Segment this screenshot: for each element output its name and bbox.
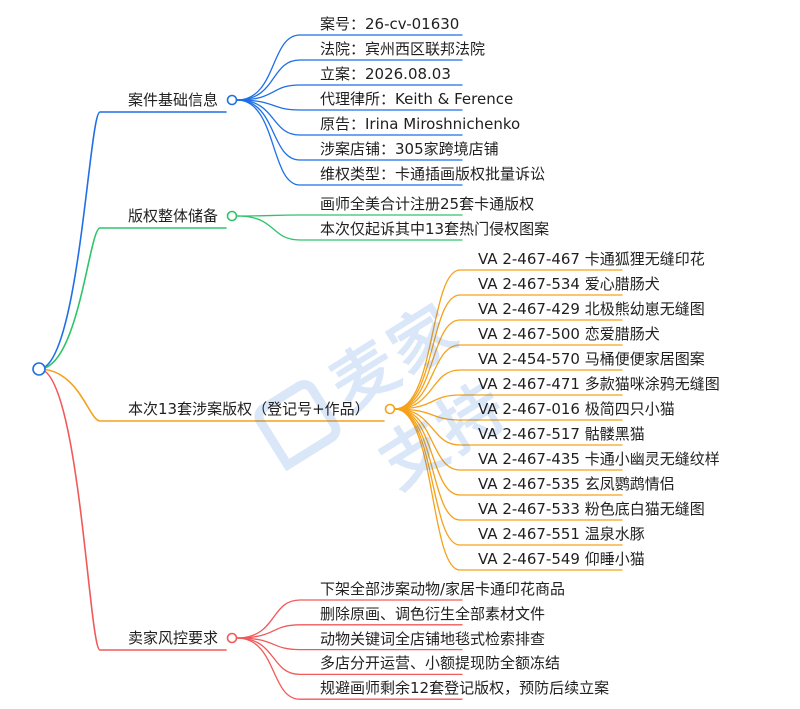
leaf-label[interactable]: VA 2-467-535 玄凤鹦鹉情侣: [478, 475, 675, 493]
branch-to-leaf-link: [394, 319, 623, 410]
branch-to-leaf-link: [394, 344, 623, 410]
leaf-label[interactable]: VA 2-454-570 马桶便便家居图案: [478, 350, 705, 368]
root-to-branch-link-0: [38, 111, 227, 370]
branch-to-leaf-link: [394, 269, 623, 410]
leaf-label[interactable]: VA 2-467-016 极简四只小猫: [478, 400, 675, 418]
leaf-label[interactable]: VA 2-467-533 粉色底白猫无缝图: [478, 500, 705, 518]
root-to-branch-link-2: [38, 368, 385, 422]
leaf-label[interactable]: 维权类型：卡通插画版权批量诉讼: [320, 165, 546, 183]
leaf-label[interactable]: 删除原画、调色衍生全部素材文件: [320, 604, 546, 623]
branch-to-leaf-link: [394, 408, 623, 421]
branch-to-leaf-link: [236, 214, 463, 217]
branch-to-leaf-link: [236, 637, 463, 700]
leaf-label[interactable]: 画师全美合计注册25套卡通版权: [320, 195, 535, 213]
branch-toggle-1[interactable]: [226, 210, 238, 222]
branch-to-leaf-link: [236, 99, 463, 186]
leaf-label[interactable]: VA 2-467-467 卡通狐狸无缝印花: [478, 250, 705, 268]
branch-toggle-0[interactable]: [226, 94, 238, 106]
leaf-label[interactable]: 规避画师剩余12套登记版权，预防后续立案: [320, 679, 610, 698]
leaf-label[interactable]: 涉案店铺：305家跨境店铺: [320, 140, 499, 158]
branch-to-leaf-link: [236, 59, 463, 101]
leaf-label[interactable]: 原告：Irina Miroshnichenko: [320, 115, 521, 133]
leaf-label[interactable]: VA 2-467-429 北极熊幼崽无缝图: [478, 300, 705, 318]
branch-to-leaf-link: [394, 408, 623, 546]
branch-to-leaf-link: [394, 408, 623, 471]
branch-label-1[interactable]: 版权整体储备: [128, 207, 219, 225]
root-to-branch-link-3: [38, 368, 227, 651]
branch-to-leaf-link: [236, 99, 463, 161]
leaf-label[interactable]: 案号：26-cv-01630: [320, 15, 460, 33]
leaf-label[interactable]: VA 2-467-549 仰睡小猫: [478, 550, 645, 568]
leaf-label[interactable]: VA 2-467-517 骷髅黑猫: [478, 425, 645, 443]
leaf-label[interactable]: VA 2-467-435 卡通小幽灵无缝纹样: [478, 450, 720, 468]
leaf-label[interactable]: 本次仅起诉其中13套热门侵权图案: [320, 220, 550, 238]
branch-to-leaf-link: [394, 394, 623, 410]
leaf-label[interactable]: 多店分开运营、小额提现防全额冻结: [320, 654, 561, 673]
branch-toggle-3[interactable]: [226, 632, 238, 644]
leaf-label[interactable]: 立案：2026.08.03: [320, 65, 451, 83]
branch-to-leaf-link: [236, 34, 463, 101]
branch-toggle-2[interactable]: [384, 403, 396, 415]
root-to-branch-link-1: [38, 227, 227, 370]
branch-to-leaf-link: [236, 215, 463, 241]
leaf-label[interactable]: VA 2-467-471 多款猫咪涂鸦无缝图: [478, 375, 720, 393]
leaf-label[interactable]: 下架全部涉案动物/家居卡通印花商品: [320, 580, 566, 598]
branch-to-leaf-link: [236, 99, 463, 136]
leaf-label[interactable]: VA 2-467-500 恋爱腊肠犬: [478, 325, 660, 343]
branch-label-2[interactable]: 本次13套涉案版权（登记号+作品）: [128, 400, 370, 418]
leaf-label[interactable]: 法院：宾州西区联邦法院: [320, 40, 486, 58]
branch-to-leaf-link: [236, 99, 463, 111]
branch-to-leaf-link: [236, 637, 463, 651]
leaf-label[interactable]: VA 2-467-551 温泉水豚: [478, 525, 645, 543]
branch-label-0[interactable]: 案件基础信息: [128, 91, 219, 109]
leaf-label[interactable]: 动物关键词全店铺地毯式检索排查: [320, 629, 546, 648]
branch-to-leaf-link: [394, 408, 623, 446]
branch-to-leaf-link: [394, 369, 623, 410]
leaf-label[interactable]: VA 2-467-534 爱心腊肠犬: [478, 275, 660, 293]
branch-to-leaf-link: [394, 408, 623, 571]
branch-to-leaf-link: [236, 637, 463, 676]
branch-to-leaf-link: [236, 624, 463, 639]
branch-to-leaf-link: [394, 294, 623, 410]
branch-to-leaf-link: [236, 84, 463, 101]
leaf-label[interactable]: 代理律所：Keith & Ference: [320, 90, 514, 108]
branch-to-leaf-link: [236, 599, 463, 639]
branch-label-3[interactable]: 卖家风控要求: [128, 629, 219, 647]
root-node[interactable]: [32, 362, 46, 376]
branch-to-leaf-link: [394, 408, 623, 521]
